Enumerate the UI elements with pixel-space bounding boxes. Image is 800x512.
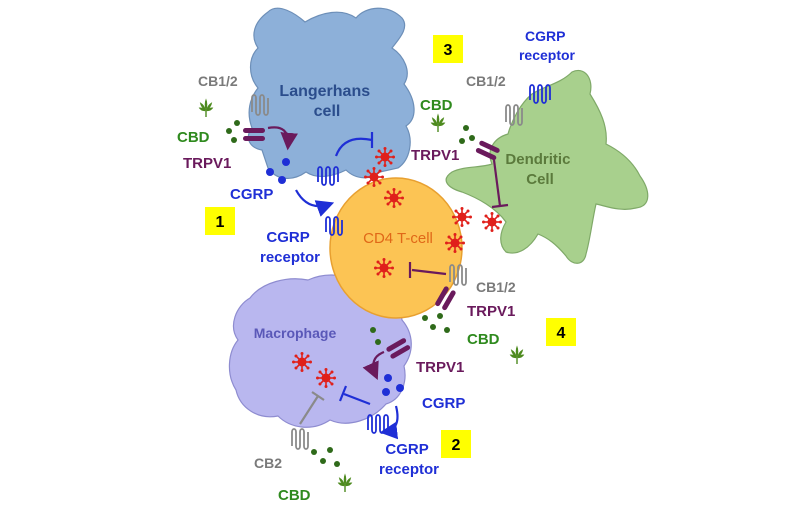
cbd-label-left: CBD	[177, 129, 210, 146]
badge-3: 3	[433, 35, 463, 63]
cb2-inhibit-line	[299, 395, 319, 425]
virus-icon	[445, 233, 465, 253]
virus-icon	[374, 258, 394, 278]
virus-icon	[292, 352, 312, 372]
cannabis-leaves	[198, 98, 525, 492]
cgrp-label-left: CGRP	[230, 186, 273, 203]
cgrp-label-mac: CGRP	[422, 395, 465, 412]
cb12-receptor-icon	[505, 104, 523, 126]
svg-text:3: 3	[444, 42, 453, 59]
cbd-molecules	[226, 120, 475, 467]
virus-icon	[364, 167, 384, 187]
langerhans-title-line1: Langerhans	[279, 83, 370, 100]
trpv1-channel-icon	[243, 128, 265, 141]
virus-icon	[482, 212, 502, 232]
cannabis-leaf-icon	[337, 473, 353, 492]
tcell-title: CD4 T-cell	[363, 230, 433, 247]
cgrp-receptor-mid-line1: CGRP	[266, 229, 309, 246]
dendritic-title-line2: Cell	[526, 171, 554, 188]
cb12-receptor-icon	[449, 264, 467, 286]
svg-text:1: 1	[216, 214, 225, 231]
cgrp-receptor-top-line2: receptor	[519, 47, 576, 63]
trpv1-channel-icon	[435, 286, 456, 311]
cb12-label-dc: CB1/2	[466, 73, 506, 89]
cgrp-receptor-mid-line2: receptor	[260, 249, 320, 266]
tcell-inhibit-line	[411, 268, 447, 276]
mac-cgrp-inhibit-bar	[338, 385, 348, 402]
dendritic-cell-title: Dendritic Cell	[505, 151, 574, 188]
badge-2: 2	[441, 430, 471, 458]
virus-icon	[452, 207, 472, 227]
cannabis-leaf-icon	[430, 113, 446, 132]
trpv1-label-left: TRPV1	[183, 155, 231, 172]
cb2-receptor-icon	[291, 428, 309, 450]
dendritic-cell-body	[445, 69, 649, 264]
cgrp-receptor-icon	[529, 84, 551, 104]
virus-icon	[375, 147, 395, 167]
inhibit-curve	[334, 137, 373, 157]
cbd-label-dc: CBD	[420, 97, 453, 114]
cb2-inhibit-bar	[311, 391, 325, 401]
cgrp-receptor-label-mid: CGRP receptor	[260, 229, 320, 266]
svg-text:4: 4	[557, 325, 566, 342]
cgrp-receptor-bottom-line2: receptor	[379, 461, 439, 478]
svg-text:2: 2	[452, 437, 461, 454]
cannabis-leaf-icon	[509, 345, 525, 364]
virus-icon	[384, 188, 404, 208]
cgrp-receptor-top-line1: CGRP	[525, 28, 565, 44]
cannabis-leaf-icon	[198, 98, 214, 117]
cbd-label-tcell: CBD	[467, 331, 500, 348]
cb2-label: CB2	[254, 455, 282, 471]
cgrp-to-receptor-arrow	[295, 189, 335, 217]
dendritic-title-line1: Dendritic	[505, 151, 570, 168]
badge-1: 1	[205, 207, 235, 235]
cbd-label-bottom: CBD	[278, 487, 311, 504]
cgrp-molecules	[266, 158, 404, 396]
cb12-label-tcell: CB1/2	[476, 279, 516, 295]
trpv1-label-tcell: TRPV1	[467, 303, 515, 320]
cgrp-receptor-bottom-line1: CGRP	[385, 441, 428, 458]
trpv1-label-dc: TRPV1	[411, 147, 459, 164]
dc-inhibit-bar	[491, 203, 509, 209]
cgrp-receptor-icon	[317, 166, 339, 186]
cgrp-receptor-label-top: CGRP receptor	[519, 28, 576, 63]
virus-icon	[316, 368, 336, 388]
macrophage-title: Macrophage	[254, 325, 337, 341]
dc-inhibit-line	[492, 159, 502, 207]
cgrp-receptor-label-bottom: CGRP receptor	[379, 441, 439, 478]
trpv1-label-mac: TRPV1	[416, 359, 464, 376]
trpv1-to-cgrp-arrow	[267, 126, 298, 151]
trpv1-channel-icon	[475, 140, 500, 161]
cgrp-receptor-icon	[367, 414, 389, 434]
mac-cgrp-inhibit-line	[343, 392, 371, 406]
virus-particles	[292, 147, 502, 388]
cb12-receptor-icon	[251, 94, 269, 116]
mac-trpv1-arrow	[362, 350, 385, 381]
langerhans-title-line2: cell	[314, 103, 341, 120]
cgrp-receptor-icon	[325, 216, 343, 236]
mac-cgrp-arrow	[379, 405, 399, 440]
langerhans-cell-title: Langerhans cell	[279, 83, 374, 120]
cb12-label-top: CB1/2	[198, 73, 238, 89]
badge-4: 4	[546, 318, 576, 346]
trpv1-channel-icon	[386, 338, 411, 359]
